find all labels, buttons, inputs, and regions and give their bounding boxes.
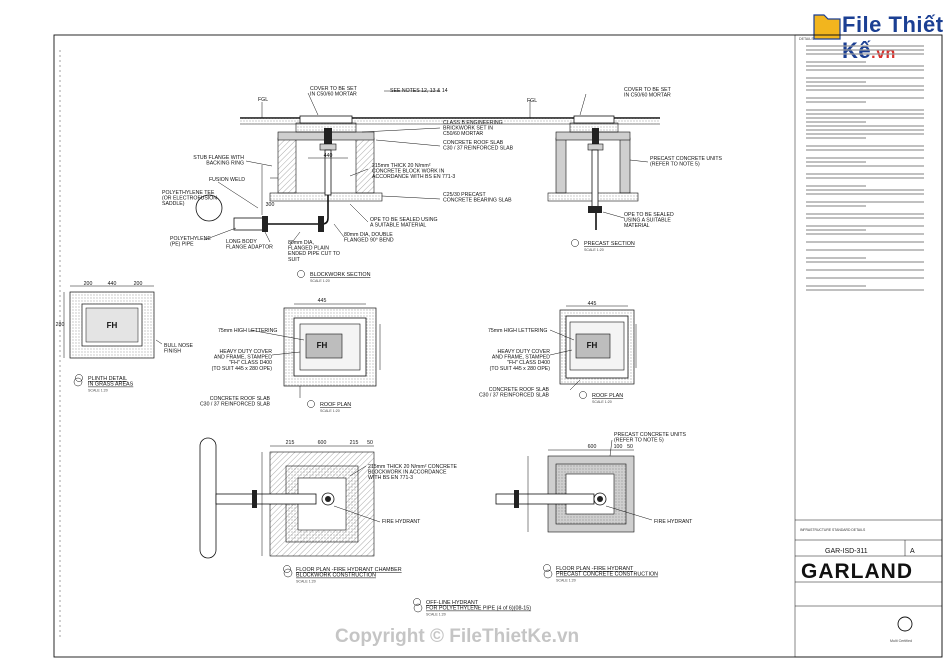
certification-mark: Multi Certified bbox=[890, 639, 912, 643]
dims-d50-text: 50 bbox=[627, 444, 633, 450]
labels-fh-text: FH bbox=[317, 341, 328, 350]
dims-d50-text: 50 bbox=[367, 440, 373, 446]
blockwork-section bbox=[195, 90, 520, 246]
titles-roof-plan-left-text: ROOF PLAN bbox=[320, 402, 351, 408]
labels-fh-text: FH bbox=[107, 321, 118, 330]
dims-d440-text: 440 bbox=[108, 281, 117, 287]
detail-marker-icon bbox=[307, 400, 315, 408]
detail-marker-icon bbox=[297, 270, 305, 278]
scale-note: SCALE 1:20 bbox=[320, 409, 340, 413]
dims-d215-text: 215 bbox=[286, 440, 295, 446]
floor-plan-blockwork bbox=[199, 437, 423, 613]
titles-blockwork-section-text: BLOCKWORK SECTION bbox=[310, 272, 371, 278]
dims-d300-text: 300 bbox=[266, 202, 275, 208]
labels-see-notes-text: SEE NOTES 12, 13 & 14 bbox=[390, 88, 448, 94]
roof-plan-right bbox=[549, 305, 637, 391]
detail-marker-icon bbox=[543, 564, 551, 572]
dims-d445-text: 445 bbox=[318, 298, 327, 304]
roof-plan-left bbox=[249, 303, 381, 398]
dims-d600-text: 600 bbox=[318, 440, 327, 446]
titles-precast-section-text: PRECAST SECTION bbox=[584, 241, 635, 247]
dims-d600-text: 600 bbox=[588, 444, 597, 450]
detail-marker-icon bbox=[283, 565, 291, 573]
title-block: INFRASTRUCTURE STANDARD DETAILS GAR-ISD-… bbox=[795, 519, 942, 643]
dims-d440-text: 440 bbox=[324, 153, 333, 159]
title-block-title: INFRASTRUCTURE STANDARD DETAILS bbox=[800, 528, 866, 532]
dims-d200-text: 200 bbox=[84, 281, 93, 287]
site-logo bbox=[808, 9, 938, 43]
floor-plan-precast bbox=[495, 439, 653, 579]
scale-note: SCALE 1:20 bbox=[426, 613, 446, 617]
notes-text-lines bbox=[806, 45, 924, 291]
labels-lettering-right-text: 75mm HIGH LETTERING bbox=[488, 328, 547, 334]
labels-precast-units2-text: PRECAST CONCRETE UNITS(REFER TO NOTE 5) bbox=[614, 432, 687, 444]
labels-fire-hydrant-left-text: FIRE HYDRANT bbox=[382, 519, 421, 525]
precast-section bbox=[520, 93, 660, 230]
garland-brand: GARLAND bbox=[801, 560, 913, 583]
labels-pe-pipe-text: POLYETHYLENE(PE) PIPE bbox=[170, 236, 211, 248]
labels-fusion-weld-text: FUSION WELD bbox=[209, 177, 245, 183]
labels-precast-units-text: PRECAST CONCRETE UNITS(REFER TO NOTE 5) bbox=[650, 156, 723, 168]
dims-d445-text: 445 bbox=[588, 301, 597, 307]
labels-fire-hydrant-right-text: FIRE HYDRANT bbox=[654, 519, 693, 525]
scale-note: SCALE 1:20 bbox=[592, 400, 612, 404]
detail-marker-icon bbox=[413, 598, 421, 606]
watermark-text: Copyright © FileThietKe.vn bbox=[335, 626, 580, 647]
notes-column: DETAILS bbox=[799, 37, 924, 291]
certification-icon bbox=[897, 616, 913, 632]
scale-note: SCALE 1:20 bbox=[556, 579, 576, 583]
folder-icon bbox=[813, 14, 841, 40]
title-block-column bbox=[794, 34, 943, 658]
labels-fgl-left-text: FGL bbox=[258, 97, 268, 103]
detail-marker-icon bbox=[75, 374, 83, 382]
notes-header: DETAILS bbox=[799, 37, 814, 41]
dims-d100-text: 100 bbox=[614, 444, 623, 450]
drawing-number: GAR-ISD-311 bbox=[825, 548, 868, 555]
scale-note: SCALE 1:20 bbox=[584, 248, 604, 252]
plinth-detail bbox=[63, 285, 163, 387]
labels-fh-text: FH bbox=[587, 341, 598, 350]
labels-fgl-right-text: FGL bbox=[527, 98, 537, 104]
labels-lettering-left-text: 75mm HIGH LETTERING bbox=[218, 328, 277, 334]
scale-note: SCALE 1:20 bbox=[296, 580, 316, 584]
scale-note: SCALE 1:20 bbox=[88, 389, 108, 393]
dims-d200-text: 200 bbox=[134, 281, 143, 287]
logo-brand: File Thiết Kế.vn bbox=[842, 12, 944, 63]
detail-marker-icon bbox=[579, 391, 587, 399]
dims-d215-text: 215 bbox=[350, 440, 359, 446]
scale-note: SCALE 1:20 bbox=[310, 279, 330, 283]
detail-marker-icon bbox=[571, 239, 579, 247]
revision-letter: A bbox=[910, 548, 915, 555]
titles-roof-plan-right-text: ROOF PLAN bbox=[592, 393, 623, 399]
